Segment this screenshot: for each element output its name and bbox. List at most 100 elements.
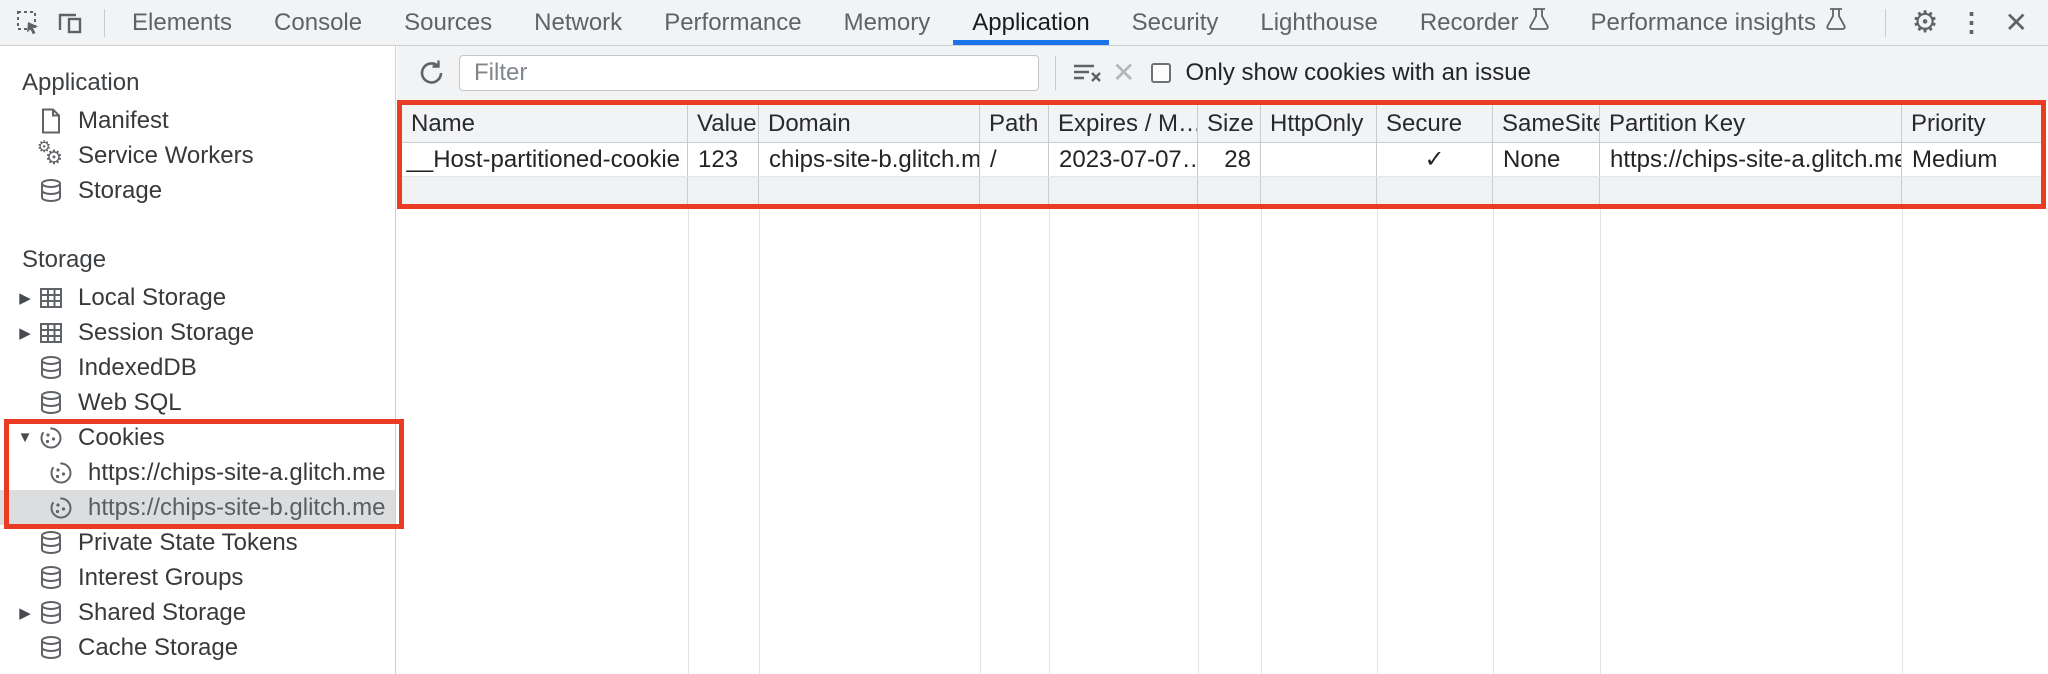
sidebar-item-label: Manifest <box>78 106 169 134</box>
cookie-name-cell[interactable]: __Host-partitioned-cookie <box>402 143 688 176</box>
database-icon <box>36 598 66 628</box>
sidebar-section-storage: Storage <box>22 246 107 273</box>
gear-icon[interactable]: ⚙ <box>1911 6 1939 39</box>
table-gridline <box>980 209 981 674</box>
tab-memory[interactable]: Memory <box>843 8 931 36</box>
clear-search-icon[interactable]: ✕ <box>1112 57 1136 88</box>
sidebar-item-indexeddb[interactable]: ▶ IndexedDB <box>0 350 395 385</box>
tab-network[interactable]: Network <box>534 8 623 36</box>
cookie-icon <box>46 493 76 523</box>
sidebar-item-label: Web SQL <box>78 388 182 416</box>
tab-sources[interactable]: Sources <box>404 8 493 36</box>
grid-icon <box>36 283 66 313</box>
sidebar-item-cookies[interactable]: ▼ Cookies <box>0 420 395 455</box>
sidebar-item-session-storage[interactable]: ▶ Session Storage <box>0 315 395 350</box>
sidebar-item-cookies-chips-site-a[interactable]: ▶ https://chips-site-a.glitch.me <box>0 455 395 490</box>
sidebar-item-shared-storage[interactable]: ▶ Shared Storage <box>0 595 395 630</box>
cookie-httponly-cell[interactable] <box>1261 143 1377 176</box>
chevron-down-icon[interactable]: ▼ <box>17 429 33 446</box>
column-header-name[interactable]: Name <box>402 105 688 142</box>
sidebar-item-storage[interactable]: ▶ Storage <box>0 173 395 208</box>
database-icon <box>36 388 66 418</box>
sidebar-section-application: Application <box>22 69 140 96</box>
refresh-icon[interactable] <box>417 58 447 88</box>
sidebar-item-manifest[interactable]: ▶ Manifest <box>0 103 395 138</box>
cookie-secure-cell[interactable]: ✓ <box>1377 143 1493 176</box>
database-icon <box>36 633 66 663</box>
cookie-samesite-cell[interactable]: None <box>1493 143 1600 176</box>
cookie-table-header: Name Value Domain Path Expires / M… Size… <box>402 105 2041 142</box>
column-header-priority[interactable]: Priority <box>1902 105 2041 142</box>
chevron-right-icon[interactable]: ▶ <box>19 289 31 307</box>
sidebar-item-label: Interest Groups <box>78 563 244 591</box>
cookie-expires-cell[interactable]: 2023-07-07… <box>1049 143 1198 176</box>
sidebar-item-private-state-tokens[interactable]: ▶ Private State Tokens <box>0 525 395 560</box>
sidebar-item-label: Shared Storage <box>78 598 247 626</box>
sidebar-item-cookies-chips-site-b[interactable]: ▶ https://chips-site-b.glitch.me <box>0 490 395 525</box>
sidebar-item-label: Service Workers <box>78 141 254 169</box>
flask-icon <box>1528 8 1549 37</box>
grid-icon <box>36 318 66 348</box>
tab-elements[interactable]: Elements <box>132 8 233 36</box>
tab-performance-insights-label: Performance insights <box>1590 8 1816 36</box>
cookie-priority-cell[interactable]: Medium <box>1902 143 2041 176</box>
table-gridline <box>759 209 760 674</box>
tab-performance-insights[interactable]: Performance insights <box>1570 0 1867 45</box>
sidebar-item-label: Session Storage <box>78 318 255 346</box>
issue-checkbox[interactable] <box>1151 63 1172 83</box>
sidebar-item-label: Storage <box>78 176 163 204</box>
column-header-value[interactable]: Value <box>688 105 759 142</box>
column-header-size[interactable]: Size <box>1198 105 1261 142</box>
sidebar-item-label: Cookies <box>78 423 165 451</box>
sidebar-item-label: Private State Tokens <box>78 528 298 556</box>
column-header-httponly[interactable]: HttpOnly <box>1261 105 1377 142</box>
cookie-icon <box>46 458 76 488</box>
chevron-right-icon[interactable]: ▶ <box>19 324 31 342</box>
table-gridline <box>1600 209 1601 674</box>
sidebar-item-web-sql[interactable]: ▶ Web SQL <box>0 385 395 420</box>
tab-recorder[interactable]: Recorder <box>1399 0 1570 45</box>
chevron-right-icon[interactable]: ▶ <box>19 604 31 622</box>
cookie-table-row[interactable]: __Host-partitioned-cookie 123 chips-site… <box>402 142 2041 177</box>
database-icon <box>36 353 66 383</box>
column-header-partition-key[interactable]: Partition Key <box>1600 105 1902 142</box>
sidebar-item-service-workers[interactable]: ▶ ⚙ ⚙ Service Workers <box>0 138 395 173</box>
database-icon <box>36 528 66 558</box>
column-header-domain[interactable]: Domain <box>759 105 980 142</box>
issue-checkbox-label[interactable]: Only show cookies with an issue <box>1185 59 1531 86</box>
close-icon[interactable]: ✕ <box>2004 7 2028 38</box>
tab-console[interactable]: Console <box>274 8 363 36</box>
inspect-icon[interactable] <box>16 10 42 36</box>
tab-application[interactable]: Application <box>951 0 1110 45</box>
table-gridline <box>1198 209 1199 674</box>
device-toolbar-icon[interactable] <box>56 10 84 36</box>
flask-icon <box>1826 8 1846 37</box>
column-header-expires[interactable]: Expires / M… <box>1049 105 1198 142</box>
sidebar-item-label: https://chips-site-b.glitch.me <box>88 493 386 521</box>
toolbar-divider <box>1055 56 1056 90</box>
cookie-path-cell[interactable]: / <box>980 143 1049 176</box>
cookie-domain-cell[interactable]: chips-site-b.glitch.me <box>759 143 980 176</box>
sidebar-item-label: IndexedDB <box>78 353 197 381</box>
cookie-size-cell[interactable]: 28 <box>1198 143 1261 176</box>
cookie-icon <box>36 423 66 453</box>
column-header-samesite[interactable]: SameSite <box>1493 105 1600 142</box>
sidebar-item-local-storage[interactable]: ▶ Local Storage <box>0 280 395 315</box>
tab-recorder-label: Recorder <box>1419 8 1519 36</box>
clear-filter-icon[interactable] <box>1070 58 1104 88</box>
cookie-value-cell[interactable]: 123 <box>688 143 759 176</box>
column-header-path[interactable]: Path <box>980 105 1049 142</box>
sidebar-item-interest-groups[interactable]: ▶ Interest Groups <box>0 560 395 595</box>
tab-performance[interactable]: Performance <box>664 8 802 36</box>
table-gridline <box>1902 209 1903 674</box>
tab-lighthouse[interactable]: Lighthouse <box>1260 8 1378 36</box>
sidebar-item-cache-storage[interactable]: ▶ Cache Storage <box>0 630 395 665</box>
kebab-menu-icon[interactable]: ⋮ <box>1958 7 1985 37</box>
cookie-partition-key-cell[interactable]: https://chips-site-a.glitch.me <box>1600 143 1902 176</box>
sidebar-item-label: Local Storage <box>78 283 227 311</box>
tab-security[interactable]: Security <box>1131 8 1219 36</box>
cookie-table-empty-row <box>402 177 2041 208</box>
column-header-secure[interactable]: Secure <box>1377 105 1493 142</box>
toolbar-divider <box>104 8 105 37</box>
filter-input[interactable] <box>459 55 1039 91</box>
